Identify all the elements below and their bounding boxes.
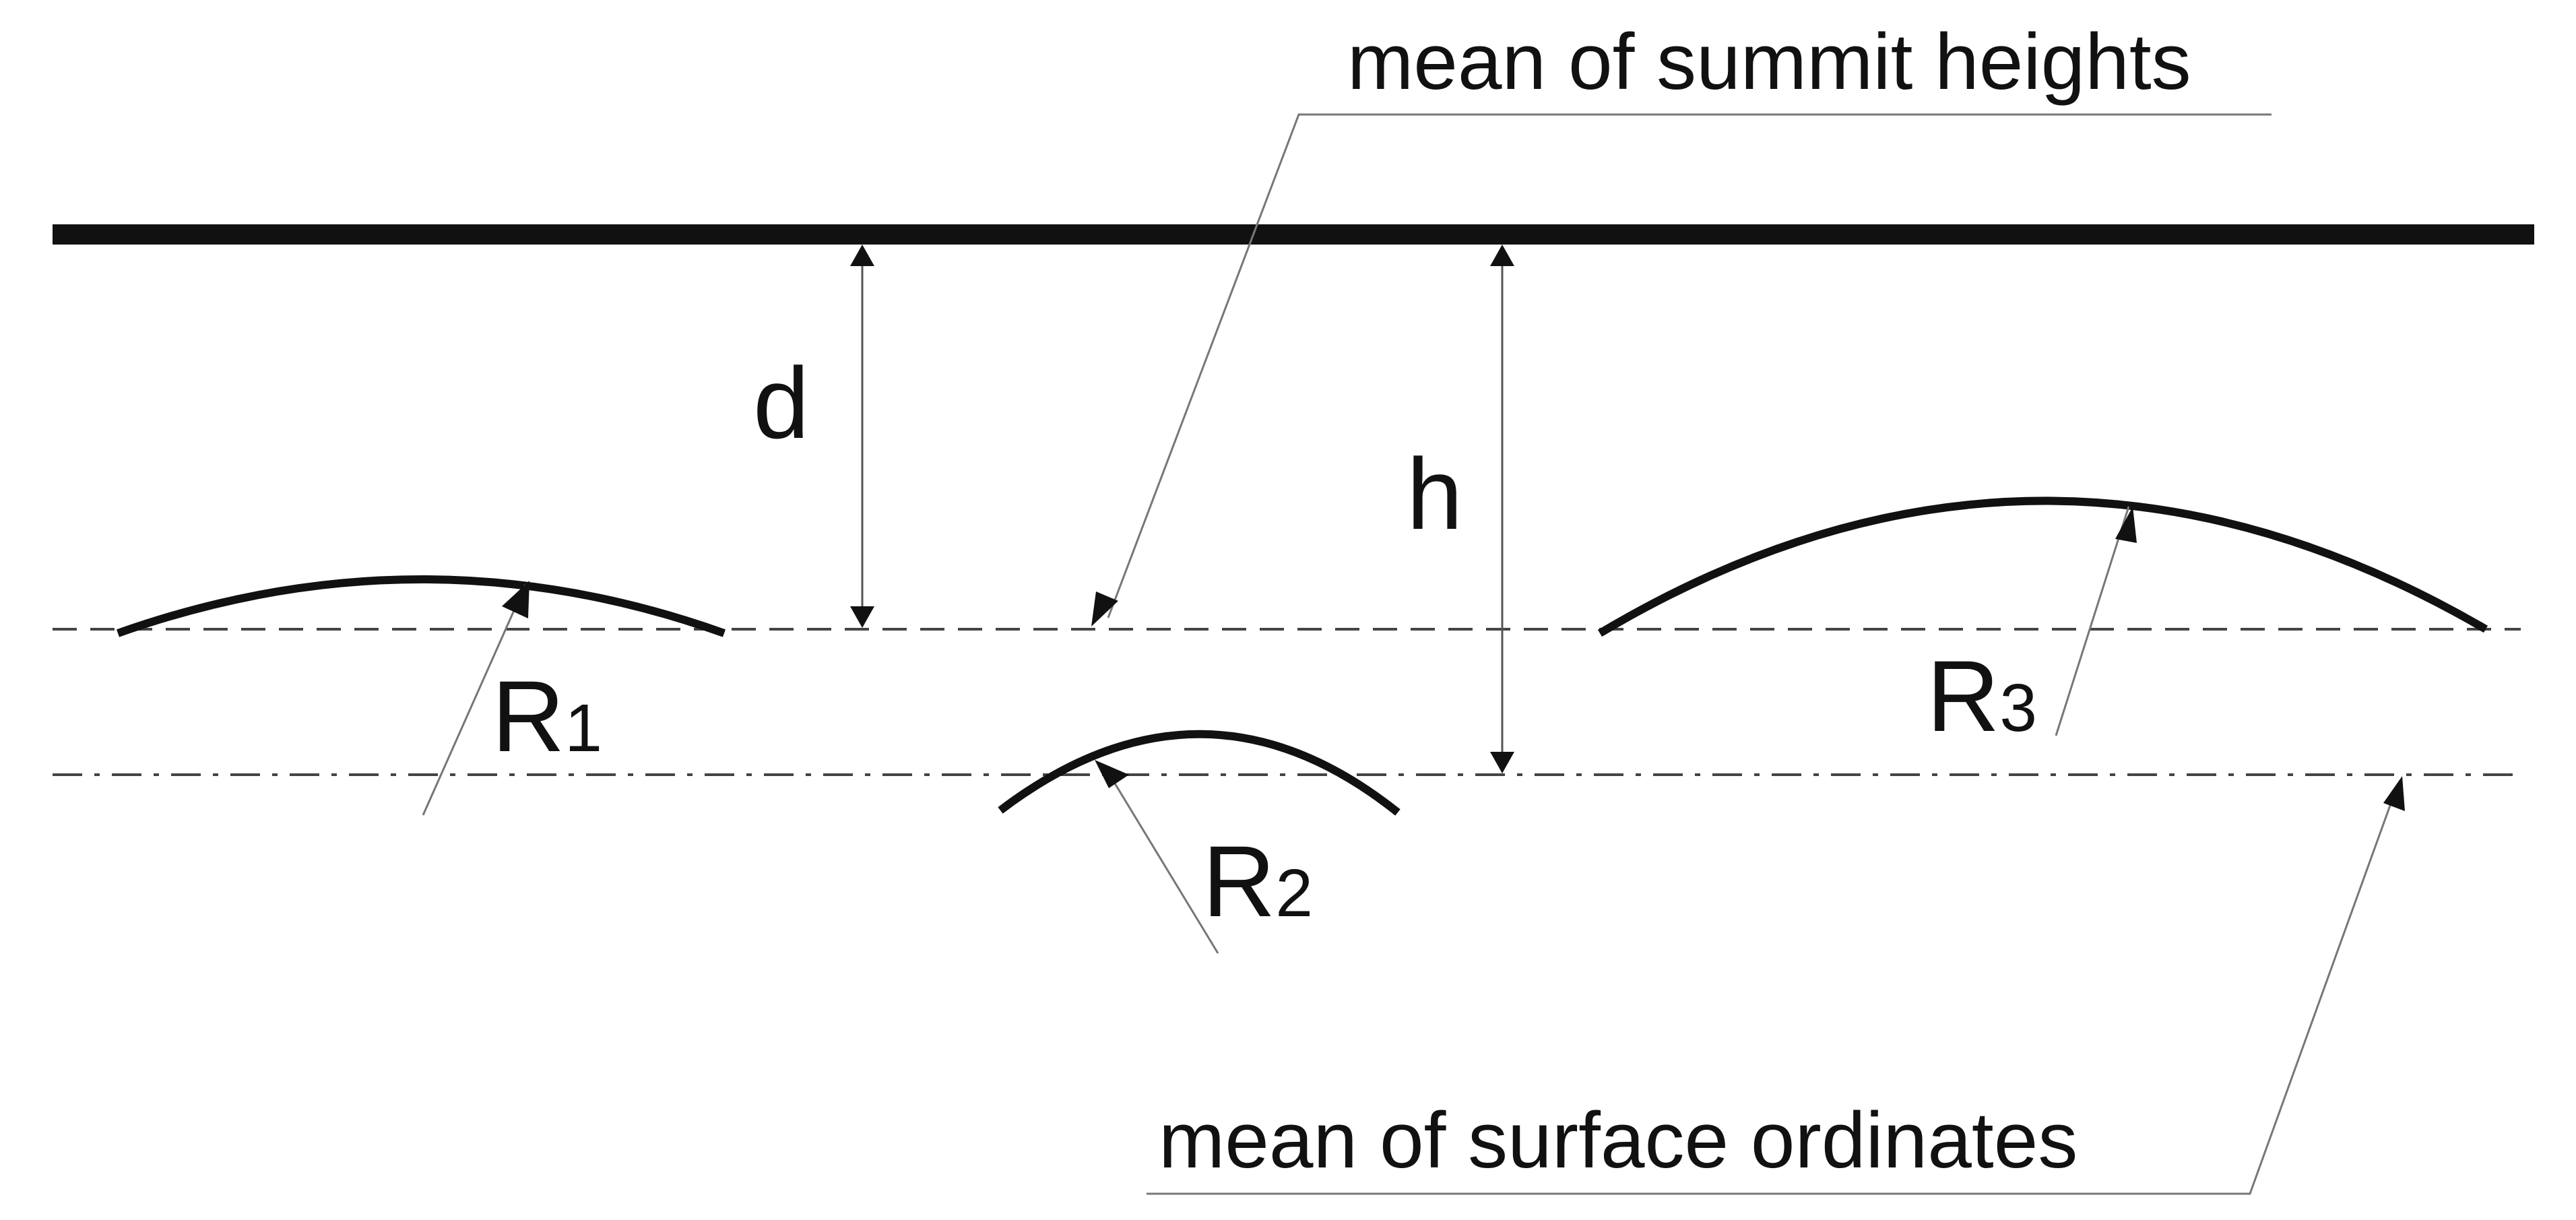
dimension-d-label: d <box>753 346 809 459</box>
asperity-2 <box>998 730 1400 816</box>
dimension-h-arrowhead-bottom <box>1490 752 1514 773</box>
radius-3-label: R3 <box>1927 639 2037 752</box>
asperity-3 <box>1597 496 2488 637</box>
radius-3-arrowhead <box>2115 507 2137 543</box>
surface-mean-leader-arrowhead <box>2383 776 2405 811</box>
radius-2-symbol: R <box>1202 825 1275 938</box>
dimension-d-arrowhead-bottom <box>850 606 874 628</box>
asperity-1 <box>116 575 726 637</box>
summit-mean-leader <box>1107 113 2272 618</box>
dimension-h-label: h <box>1407 437 1462 550</box>
surface-mean-leader <box>1147 786 2398 1195</box>
radius-3-leader <box>2055 506 2130 736</box>
radius-1-arrowhead <box>502 581 529 618</box>
summit-mean-leader-arrowhead <box>1091 591 1118 627</box>
summit-mean-label: mean of summit heights <box>1347 18 2191 106</box>
radius-2-arrowhead <box>1095 760 1129 788</box>
radius-2-label: R2 <box>1202 825 1313 938</box>
flat-surface <box>53 224 2534 245</box>
radius-2-leader <box>1102 764 1219 954</box>
radius-3-symbol: R <box>1927 639 1999 752</box>
radius-2-subscript: 2 <box>1275 856 1313 931</box>
radius-1-label: R1 <box>492 660 602 773</box>
radius-1-leader <box>422 584 527 816</box>
dimension-h-arrowhead-top <box>1490 245 1514 266</box>
dimension-d-arrowhead-top <box>850 245 874 266</box>
radius-1-subscript: 1 <box>565 691 602 766</box>
radius-1-symbol: R <box>492 660 565 773</box>
surface-mean-label: mean of surface ordinates <box>1159 1096 2078 1185</box>
radius-3-subscript: 3 <box>1999 670 2037 746</box>
